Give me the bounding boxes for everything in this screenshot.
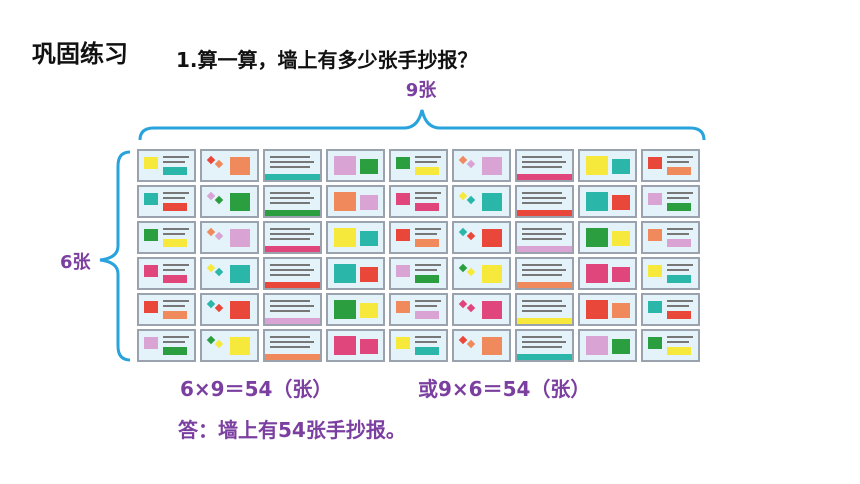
poster — [326, 185, 385, 218]
poster — [389, 293, 448, 326]
poster — [641, 149, 700, 182]
poster — [326, 257, 385, 290]
poster — [452, 257, 511, 290]
poster — [263, 185, 322, 218]
left-brace — [99, 150, 131, 362]
poster — [578, 293, 637, 326]
poster — [452, 221, 511, 254]
poster — [326, 293, 385, 326]
poster — [263, 257, 322, 290]
poster — [389, 257, 448, 290]
poster — [263, 149, 322, 182]
section-title: 巩固练习 — [32, 40, 128, 68]
poster — [200, 329, 259, 362]
poster — [452, 149, 511, 182]
equation-one: 6×9＝54（张） — [180, 377, 333, 401]
poster — [200, 149, 259, 182]
poster — [515, 221, 574, 254]
poster — [137, 329, 196, 362]
poster — [641, 329, 700, 362]
poster — [389, 221, 448, 254]
poster — [515, 185, 574, 218]
question-text: 1.算一算，墙上有多少张手抄报？ — [176, 48, 478, 72]
poster — [326, 221, 385, 254]
poster — [326, 149, 385, 182]
poster — [641, 185, 700, 218]
poster — [263, 293, 322, 326]
poster — [200, 221, 259, 254]
poster — [326, 329, 385, 362]
poster — [452, 185, 511, 218]
poster — [578, 149, 637, 182]
poster — [137, 185, 196, 218]
rows-count-label: 6张 — [60, 252, 91, 273]
poster — [641, 257, 700, 290]
equation-two: 或9×6＝54（张） — [418, 377, 591, 401]
poster — [389, 149, 448, 182]
poster — [389, 329, 448, 362]
poster — [200, 257, 259, 290]
poster — [452, 293, 511, 326]
poster — [389, 185, 448, 218]
poster — [641, 293, 700, 326]
poster — [452, 329, 511, 362]
columns-count-label: 9张 — [405, 80, 437, 101]
poster — [200, 185, 259, 218]
top-brace — [138, 109, 706, 141]
poster — [515, 149, 574, 182]
poster — [137, 293, 196, 326]
answer-text: 答：墙上有54张手抄报。 — [178, 418, 406, 442]
poster — [515, 329, 574, 362]
poster — [263, 221, 322, 254]
poster — [578, 329, 637, 362]
poster — [578, 257, 637, 290]
poster — [578, 221, 637, 254]
poster — [137, 149, 196, 182]
poster — [515, 257, 574, 290]
poster — [137, 221, 196, 254]
poster — [515, 293, 574, 326]
poster — [200, 293, 259, 326]
poster — [137, 257, 196, 290]
poster — [578, 185, 637, 218]
poster — [641, 221, 700, 254]
poster — [263, 329, 322, 362]
